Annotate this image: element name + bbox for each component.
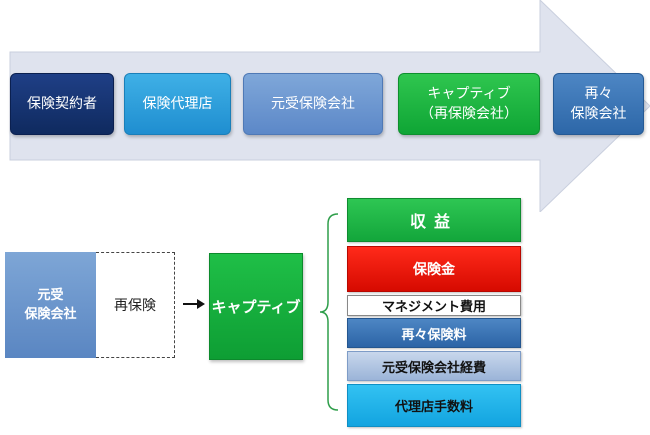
revenue-header: 収益: [347, 198, 521, 242]
primary-insurer-step: 元受保険会社: [243, 73, 383, 135]
management-fee-label: マネジメント費用: [381, 300, 486, 315]
primary-insurer-box-line1: 元受: [37, 288, 64, 303]
captive-step-sublabel: （再保険会社）: [420, 106, 518, 122]
reinsurance-box: 再保険: [96, 252, 175, 358]
captive-step-label: キャプティブ: [427, 86, 511, 102]
policyholder-step: 保険契約者: [10, 73, 114, 135]
reinsurance-label: 再保険: [114, 298, 156, 314]
insurance-agency-label: 保険代理店: [142, 96, 213, 112]
breakdown-item-claims: 保険金: [347, 246, 521, 292]
left-brace: [319, 213, 339, 411]
insurance-agency-step: 保険代理店: [124, 73, 231, 135]
breakdown-item-agency-commission: 代理店手数料: [347, 384, 521, 427]
revenue-label: 収益: [409, 212, 458, 231]
agency-commission-label: 代理店手数料: [394, 400, 473, 415]
breakdown-item-primary-insurer-expenses: 元受保険会社経費: [347, 351, 521, 381]
breakdown-item-management-fee: マネジメント費用: [347, 295, 521, 316]
primary-insurer-box: 元受 保険会社: [5, 252, 96, 358]
primary-insurer-expenses-label: 元受保険会社経費: [381, 360, 486, 376]
retrocessionaire-step: 再々 保険会社: [553, 73, 644, 135]
captive-step: キャプティブ （再保険会社）: [398, 73, 540, 135]
primary-insurer-label: 元受保険会社: [271, 96, 355, 112]
captive-box-label: キャプティブ: [211, 298, 301, 316]
arrow-right-icon: [183, 299, 205, 309]
retrocessionaire-label-line1: 再々: [584, 86, 613, 102]
claims-label: 保険金: [413, 262, 455, 278]
policyholder-label: 保険契約者: [27, 96, 97, 112]
breakdown-item-retro-premium: 再々保険料: [347, 318, 521, 348]
retro-premium-label: 再々保険料: [401, 327, 467, 343]
captive-box: キャプティブ: [209, 253, 303, 360]
primary-insurer-box-line2: 保険会社: [24, 307, 77, 322]
retrocessionaire-label-line2: 保険会社: [570, 106, 627, 122]
